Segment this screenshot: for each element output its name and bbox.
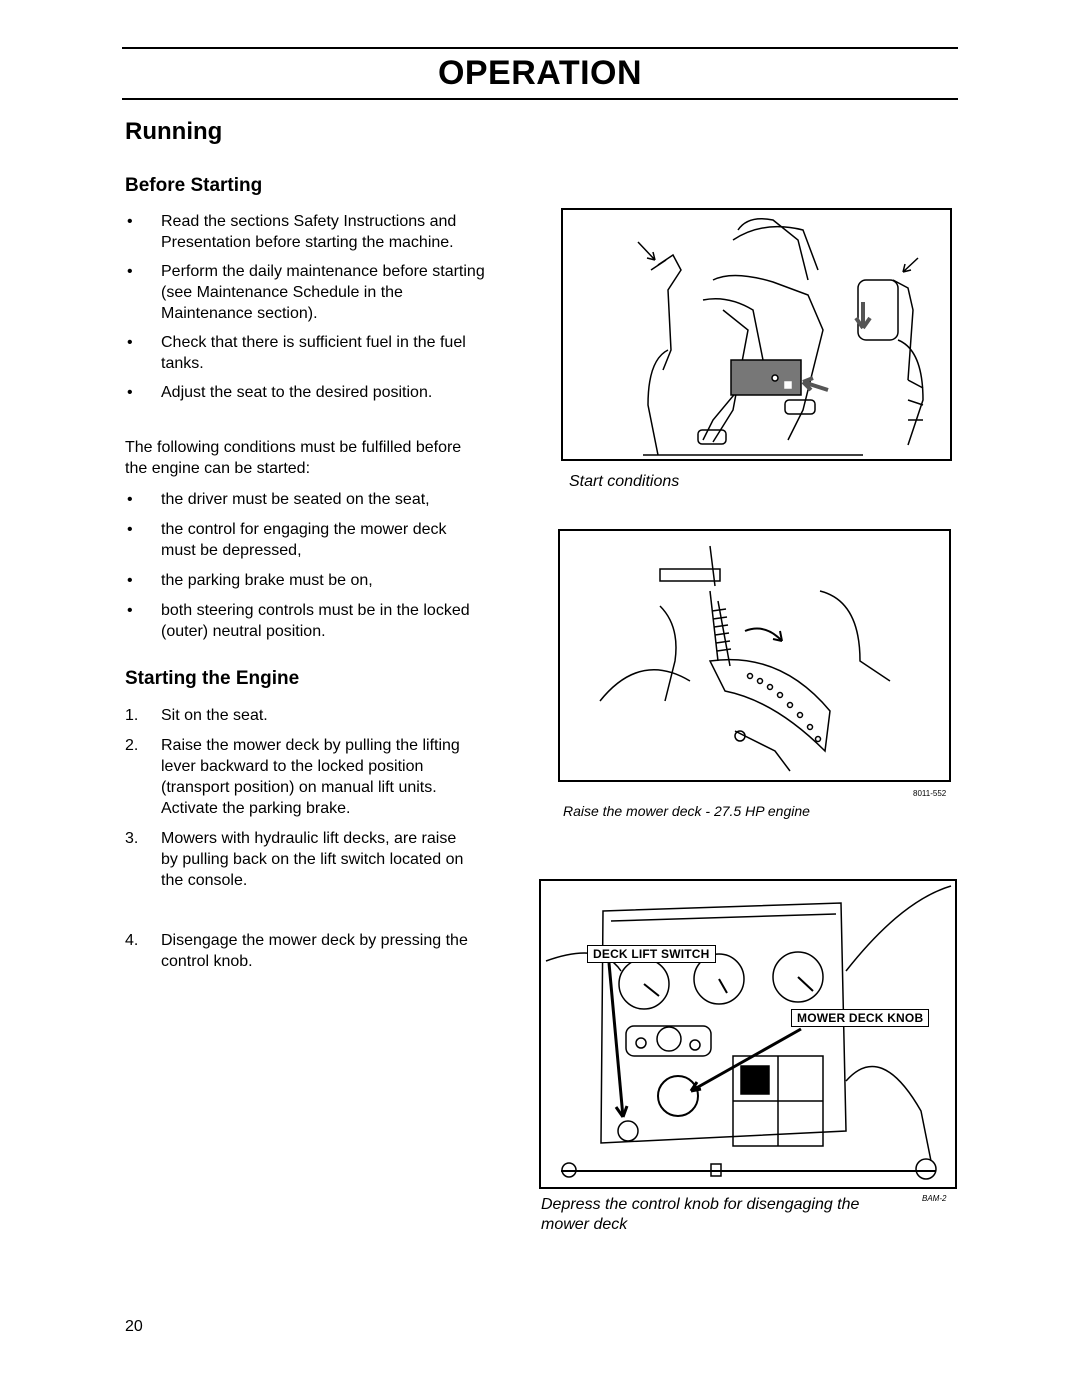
- conditions-intro: The following conditions must be fulfill…: [125, 439, 462, 477]
- deck-lift-switch-label: DECK LIFT SWITCH: [587, 945, 716, 963]
- step-text: Mowers with hydraulic lift decks, are ra…: [161, 830, 464, 889]
- console-caption: Depress the control knob for disengaging…: [541, 1196, 860, 1233]
- list-item: • the driver must be seated on the seat,: [125, 489, 485, 510]
- section-title: Running: [125, 118, 223, 145]
- page-number: 20: [125, 1318, 143, 1335]
- raise-deck-figure-code: 8011-552: [913, 789, 947, 798]
- starting-engine-steps: 1. Sit on the seat. 2. Raise the mower dec…: [125, 705, 475, 972]
- raise-deck-figure: [558, 529, 951, 782]
- step-text: Disengage the mower deck by pressing the…: [161, 932, 468, 970]
- list-item: 4. Disengage the mower deck by pressing t…: [125, 930, 475, 972]
- operator-seated-illustration: [637, 218, 924, 456]
- list-item: • Perform the daily maintenance before st…: [125, 261, 485, 324]
- step-number: 3.: [125, 830, 139, 847]
- bullet-mark: •: [127, 334, 133, 351]
- header-top-rule: [122, 47, 958, 49]
- list-item-text: both steering controls must be in the lo…: [161, 602, 470, 640]
- bullet-mark: •: [127, 572, 133, 589]
- step-number: 1.: [125, 707, 139, 724]
- list-item: • Read the sections Safety Instructions a…: [125, 211, 485, 253]
- start-conditions-figure: [561, 208, 952, 461]
- mower-deck-knob-label: MOWER DECK KNOB: [791, 1009, 930, 1027]
- list-item: • the parking brake must be on,: [125, 570, 485, 591]
- starting-engine-heading: Starting the Engine: [125, 668, 300, 689]
- list-item: 1. Sit on the seat.: [125, 705, 475, 726]
- before-starting-heading: Before Starting: [125, 175, 263, 196]
- step-number: 4.: [125, 932, 139, 949]
- page-header-title: OPERATION: [437, 54, 643, 92]
- bullet-mark: •: [127, 263, 133, 280]
- list-item: • Check that there is sufficient fuel in …: [125, 332, 485, 374]
- console-panel-illustration: [545, 885, 952, 1180]
- starting-engine-steps-block: 1. Sit on the seat. 2. Raise the mower dec…: [125, 705, 475, 972]
- before-starting-list-block: • Read the sections Safety Instructions a…: [125, 211, 485, 403]
- bullet-mark: •: [127, 521, 133, 538]
- list-item: 2. Raise the mower deck by pulling the li…: [125, 735, 475, 819]
- list-item: 3. Mowers with hydraulic lift decks, are …: [125, 828, 475, 891]
- list-item: • both steering controls must be in the l…: [125, 600, 485, 642]
- raise-deck-caption: Raise the mower deck - 27.5 HP engine: [563, 803, 810, 819]
- step-number: 2.: [125, 737, 139, 754]
- step-text: Sit on the seat.: [161, 707, 268, 724]
- conditions-list-block: •the driver must be seated on the seat, …: [125, 489, 485, 642]
- before-starting-bullets: • Read the sections Safety Instructions a…: [125, 211, 485, 403]
- console-figure: DECK LIFT SWITCH MOWER DECK KNOB: [539, 879, 957, 1189]
- console-figure-code: BAM-2: [922, 1194, 947, 1203]
- lift-lever-illustration: [599, 545, 891, 772]
- list-item-text: Check that there is sufficient fuel in t…: [161, 334, 466, 372]
- conditions-bullets: •the driver must be seated on the seat, …: [125, 489, 485, 642]
- step-text: Raise the mower deck by pulling the lift…: [161, 737, 460, 817]
- bullet-mark: •: [127, 602, 133, 619]
- bullet-mark: •: [127, 384, 133, 401]
- list-item: • Adjust the seat to the desired position…: [125, 382, 485, 403]
- start-conditions-caption: Start conditions: [569, 473, 680, 490]
- list-item-text: the driver must be seated on the seat,: [161, 491, 430, 508]
- list-item-text: Adjust the seat to the desired position.: [161, 384, 433, 401]
- bullet-mark: •: [127, 491, 133, 508]
- list-item-text: Read the sections Safety Instructions an…: [161, 213, 457, 251]
- header-bottom-rule: [122, 98, 958, 100]
- bullet-mark: •: [127, 213, 133, 230]
- list-item-text: the control for engaging the mower deck …: [161, 521, 447, 559]
- list-item-text: the parking brake must be on,: [161, 572, 373, 589]
- list-item: • the control for engaging the mower deck…: [125, 519, 485, 561]
- list-item-text: Perform the daily maintenance before sta…: [161, 263, 485, 322]
